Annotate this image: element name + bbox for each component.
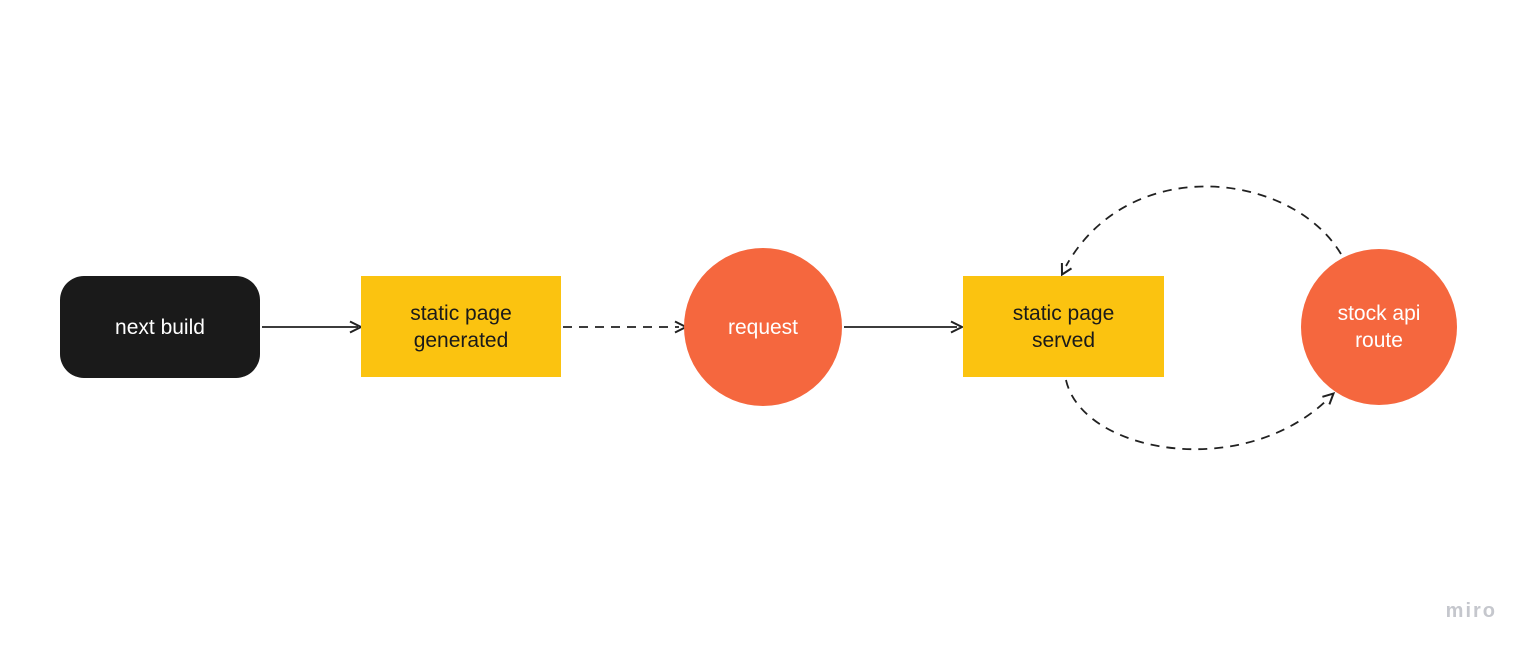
node-stock-api-route[interactable]: stock api route — [1301, 249, 1457, 405]
connector-static-page-generated-to-request[interactable] — [563, 320, 689, 334]
node-static-page-served[interactable]: static page served — [963, 276, 1164, 377]
node-request-label: request — [727, 315, 799, 339]
node-request[interactable]: request — [684, 248, 842, 406]
node-next-build-label: next build — [115, 315, 205, 339]
connector-request-to-static-page-served[interactable] — [844, 320, 965, 334]
node-stock-api-route-label: stock api route — [1337, 302, 1421, 352]
connector-stock-api-route-to-static-page-served[interactable] — [1060, 185, 1342, 277]
miro-watermark: miro — [1445, 600, 1497, 622]
node-next-build[interactable]: next build — [60, 276, 260, 378]
connector-next-build-to-static-page-generated[interactable] — [262, 320, 364, 334]
node-static-page-generated-label: static page generated — [410, 301, 512, 352]
node-static-page-generated[interactable]: static page generated — [361, 276, 561, 377]
connector-static-page-served-to-stock-api-route[interactable] — [1065, 379, 1336, 451]
node-static-page-served-label: static page served — [1012, 301, 1115, 352]
